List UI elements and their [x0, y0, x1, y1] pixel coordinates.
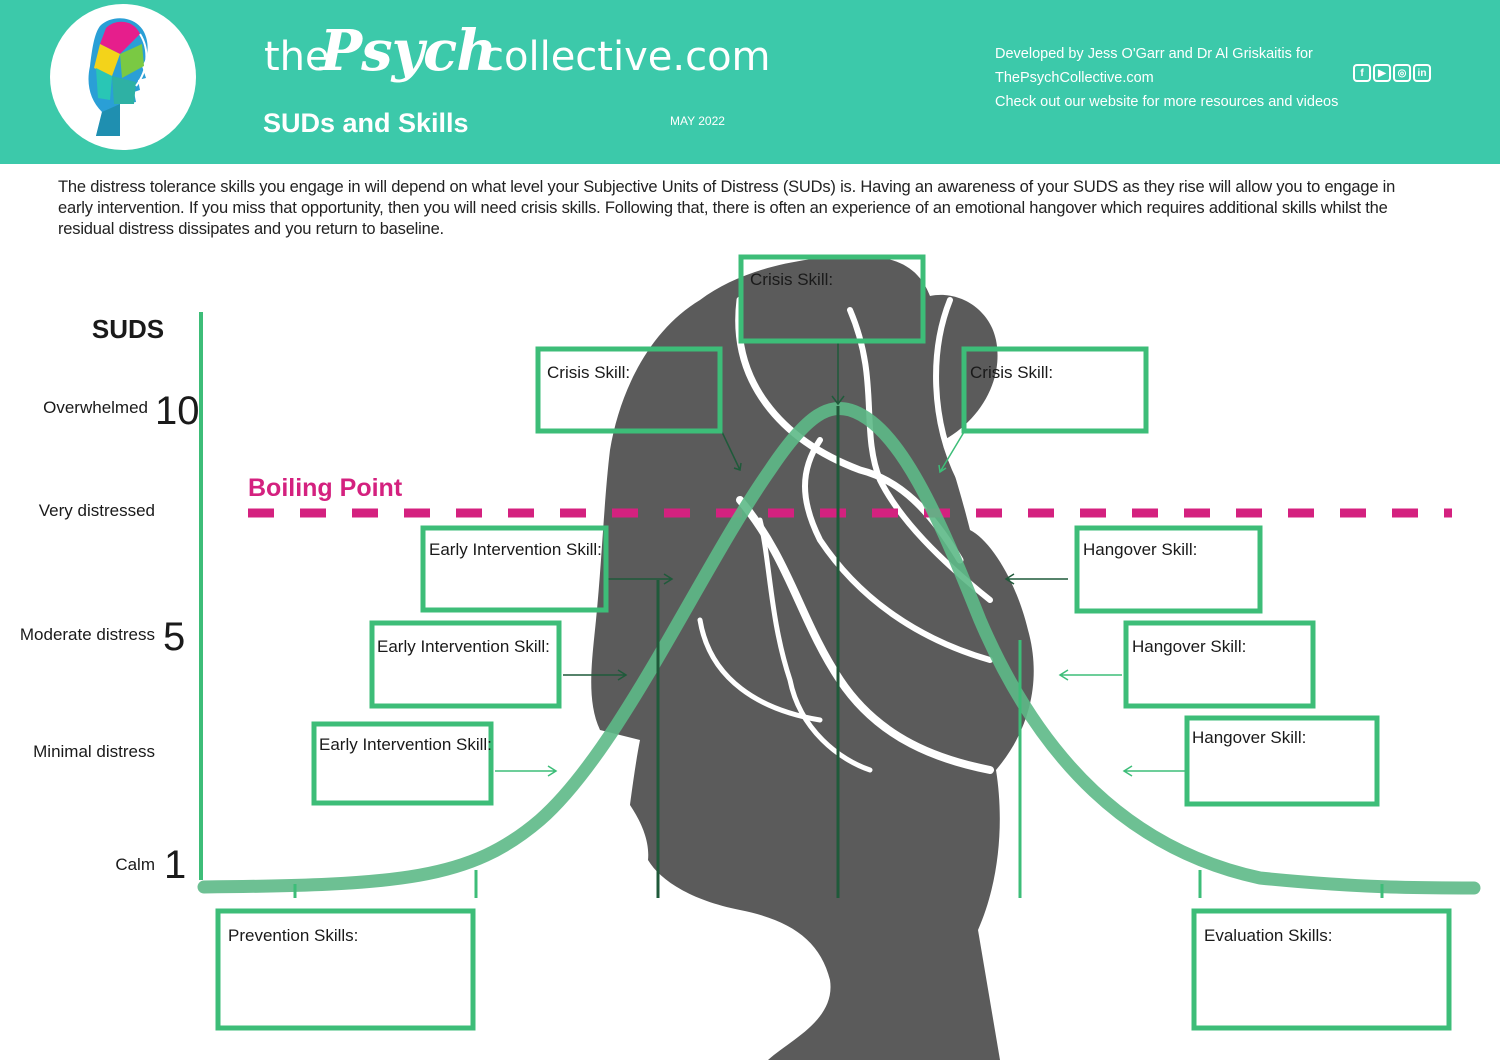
- colorful-head-logo-icon: [88, 18, 160, 136]
- hangover-skill-box-1[interactable]: [1074, 525, 1263, 614]
- level-overwhelmed-label: Overwhelmed: [43, 398, 148, 417]
- facebook-icon[interactable]: f: [1353, 64, 1371, 82]
- header-banner: the Psych collective.com SUDs and Skills…: [0, 0, 1500, 164]
- credit-line-website: ThePsychCollective.com: [995, 70, 1154, 86]
- boiling-point-line: Boiling Point: [248, 474, 1452, 518]
- level-1-number: 1: [164, 843, 186, 887]
- credit-line-authors: Developed by Jess O'Garr and Dr Al Grisk…: [995, 46, 1313, 62]
- crisis-skill-label-right: Crisis Skill:: [970, 363, 1053, 382]
- connector-arrows: [495, 342, 1186, 777]
- brand-the: the: [264, 34, 330, 80]
- crisis-skill-label-left: Crisis Skill:: [547, 363, 630, 382]
- crisis-skill-box-left[interactable]: [535, 346, 723, 434]
- vertical-guides: [293, 406, 1384, 898]
- evaluation-skills-label: Evaluation Skills:: [1204, 926, 1333, 945]
- credit-line-resources: Check out our website for more resources…: [995, 94, 1339, 110]
- early-intervention-box-2[interactable]: [369, 620, 562, 709]
- hangover-skill-label-3: Hangover Skill:: [1192, 728, 1306, 747]
- intro-paragraph: The distress tolerance skills you engage…: [58, 178, 1396, 238]
- hangover-skill-box-2[interactable]: [1123, 620, 1316, 709]
- level-very-distressed-label: Very distressed: [39, 501, 155, 520]
- skill-boxes: [215, 254, 1452, 1031]
- level-moderate-label: Moderate distress: [20, 625, 155, 644]
- youtube-icon[interactable]: ▶: [1373, 64, 1391, 82]
- suds-heading: SUDS: [92, 314, 164, 344]
- evaluation-skills-box[interactable]: [1191, 908, 1452, 1031]
- early-intervention-label-2: Early Intervention Skill:: [377, 637, 550, 656]
- crisis-skill-box-right[interactable]: [961, 346, 1149, 434]
- instagram-icon[interactable]: ◎: [1393, 64, 1411, 82]
- suds-axis: SUDS Overwhelmed 10 Very distressed Mode…: [20, 312, 203, 887]
- head-silhouette-icon: [591, 256, 1034, 1060]
- hangover-skill-label-1: Hangover Skill:: [1083, 540, 1197, 559]
- early-intervention-box-1[interactable]: [420, 525, 609, 613]
- level-calm-label: Calm: [115, 855, 155, 874]
- early-intervention-label-1: Early Intervention Skill:: [429, 540, 602, 559]
- distress-curve: [197, 402, 1481, 895]
- publication-date: MAY 2022: [670, 114, 725, 128]
- level-10-number: 10: [155, 389, 200, 433]
- crisis-skill-box-top[interactable]: [738, 254, 926, 344]
- level-minimal-label: Minimal distress: [33, 742, 155, 761]
- hangover-skill-label-2: Hangover Skill:: [1132, 637, 1246, 656]
- linkedin-icon[interactable]: in: [1413, 64, 1431, 82]
- page-title: SUDs and Skills: [263, 108, 469, 138]
- early-intervention-label-3: Early Intervention Skill:: [319, 735, 492, 754]
- credit-block: Developed by Jess O'Garr and Dr Al Grisk…: [995, 42, 1338, 114]
- hangover-skill-box-3[interactable]: [1184, 715, 1380, 807]
- brand-psych: Psych: [320, 18, 497, 84]
- brand-collective: collective.com: [482, 34, 771, 80]
- boiling-point-label: Boiling Point: [248, 474, 403, 502]
- level-5-number: 5: [163, 615, 185, 659]
- prevention-skills-box[interactable]: [215, 908, 476, 1031]
- prevention-skills-label: Prevention Skills:: [228, 926, 358, 945]
- early-intervention-box-3[interactable]: [311, 721, 494, 806]
- crisis-skill-label-top: Crisis Skill:: [750, 270, 833, 289]
- logo: [50, 4, 196, 150]
- social-links: f ▶ ◎ in: [1353, 64, 1431, 82]
